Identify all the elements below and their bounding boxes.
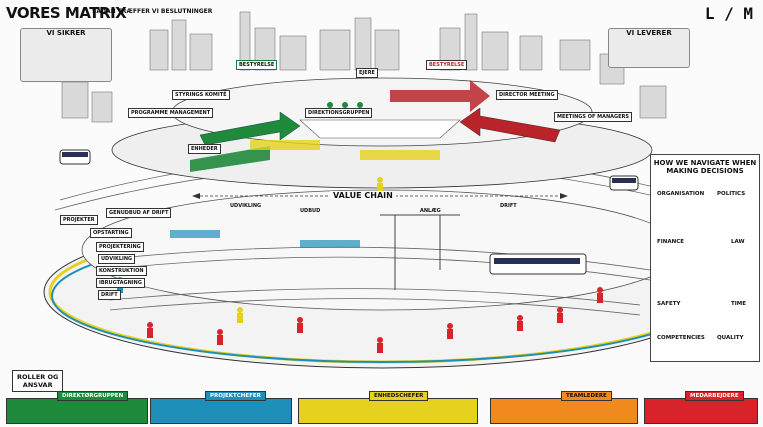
page-subtitle: SÅDAN TRÆFFER VI BESLUTNINGER bbox=[92, 8, 213, 15]
programme-management-tag: PROGRAMME MANAGEMENT bbox=[128, 108, 214, 118]
role-box-direktoergruppen: DIREKTØRGRUPPEN bbox=[6, 391, 148, 424]
train-left bbox=[59, 149, 91, 165]
role-title-direktoergruppen: DIREKTØRGRUPPEN bbox=[57, 391, 129, 401]
navigation-title-line1: HOW WE NAVIGATE WHEN bbox=[653, 159, 757, 167]
role-box-enhedschefer: ENHEDSCHEFER bbox=[298, 391, 478, 424]
opstarting-tag: OPSTARTING bbox=[90, 228, 132, 238]
bestyrelse-left-tag: BESTYRELSE bbox=[236, 60, 278, 70]
udvikling-tag: UDVIKLING bbox=[98, 254, 136, 264]
value-chain-stage-udbud: UDBUD bbox=[300, 208, 321, 214]
navigation-card: HOW WE NAVIGATE WHEN MAKING DECISIONS OR… bbox=[650, 154, 760, 362]
city-skyline bbox=[61, 11, 667, 123]
role-title-teamledere: TEAMLEDERE bbox=[561, 391, 612, 401]
worker-figures bbox=[117, 102, 603, 353]
roles-heading: ROLLER OG ANSVAR bbox=[12, 370, 64, 392]
bestyrelse-right-tag: BESTYRELSE bbox=[426, 60, 468, 70]
enheder-tag: ENHEDER bbox=[188, 144, 221, 154]
vi-leverer-title: VI LEVERER bbox=[626, 29, 672, 37]
roles-heading-line1: ROLLER OG bbox=[17, 373, 59, 381]
roles-heading-line2: ANSVAR bbox=[22, 381, 53, 389]
ibrugtagning-tag: IBRUGTAGNING bbox=[96, 278, 145, 288]
nav-item-time: TIME bbox=[731, 301, 747, 307]
meetings-managers-tag: MEETINGS OF MANAGERS bbox=[554, 112, 632, 122]
genudbud-tag: GENUDBUD AF DRIFT bbox=[106, 208, 172, 218]
navigation-title-line2: MAKING DECISIONS bbox=[666, 167, 744, 175]
projekter-tag: PROJEKTER bbox=[60, 215, 98, 225]
role-title-medarbejdere: MEDARBEJDERE bbox=[685, 391, 744, 401]
role-box-projektchefer: PROJEKTCHEFER bbox=[150, 391, 292, 424]
crane bbox=[380, 214, 460, 290]
nav-item-safety: SAFETY bbox=[657, 301, 681, 307]
company-logo: L / M bbox=[704, 4, 753, 23]
nav-item-finance: FINANCE bbox=[657, 239, 685, 245]
nav-item-organisation: ORGANISATION bbox=[657, 191, 705, 197]
styrings-komite-tag: STYRINGS KOMITÉ bbox=[172, 90, 230, 100]
value-chain-stage-anlaeg: ANLÆG bbox=[420, 208, 441, 214]
value-chain-stage-udvikling: UDVIKLING bbox=[230, 203, 262, 209]
role-box-medarbejdere: MEDARBEJDERE bbox=[644, 391, 758, 424]
page-title: VORES MATRIX bbox=[6, 4, 127, 22]
vi-sikrer-title: VI SIKRER bbox=[46, 29, 86, 37]
value-chain-label: VALUE CHAIN bbox=[330, 191, 396, 200]
vi-sikrer-card: VI SIKRER bbox=[20, 28, 112, 82]
drift-tag: DRIFT bbox=[98, 290, 121, 300]
role-box-teamledere: TEAMLEDERE bbox=[490, 391, 638, 424]
value-chain-stage-drift: DRIFT bbox=[500, 203, 517, 209]
vi-leverer-card: VI LEVERER bbox=[608, 28, 690, 68]
nav-item-competencies: COMPETENCIES bbox=[657, 335, 705, 341]
train-right bbox=[609, 175, 639, 191]
train-center bbox=[489, 253, 587, 275]
nav-item-politics: POLITICS bbox=[717, 191, 746, 197]
konstruktion-tag: KONSTRUKTION bbox=[96, 266, 147, 276]
role-title-enhedschefer: ENHEDSCHEFER bbox=[369, 391, 429, 401]
role-title-projektchefer: PROJEKTCHEFER bbox=[205, 391, 266, 401]
director-meeting-tag: DIRECTOR MEETING bbox=[496, 90, 558, 100]
ejere-tag: EJERE bbox=[356, 68, 378, 78]
nav-item-quality: QUALITY bbox=[717, 335, 744, 341]
direktionsgruppen-tag: DIREKTIONSGRUPPEN bbox=[305, 108, 373, 118]
nav-item-law: LAW bbox=[731, 239, 745, 245]
projektering-tag: PROJEKTERING bbox=[96, 242, 144, 252]
